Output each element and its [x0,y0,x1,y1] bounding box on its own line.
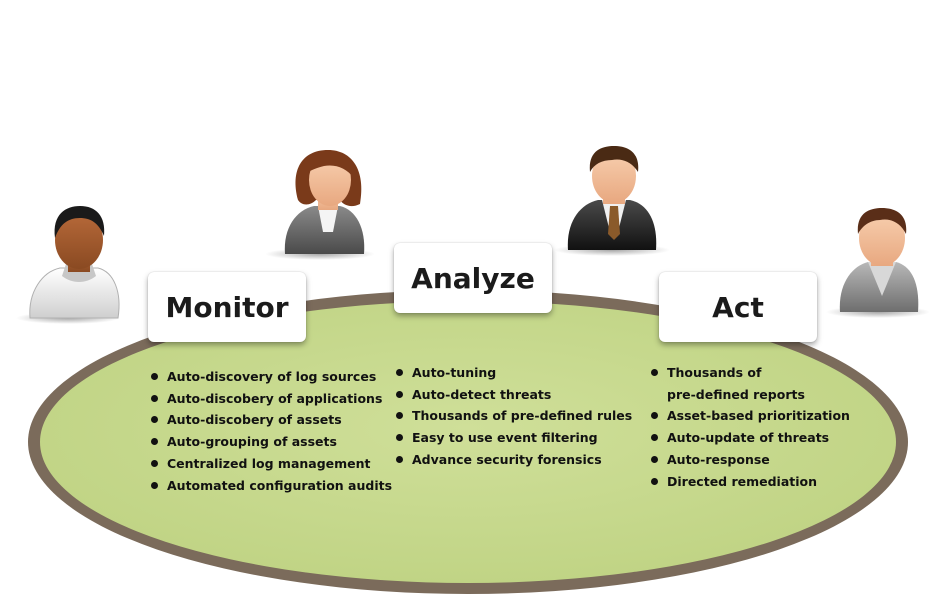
list-item: Directed remediation [650,471,850,493]
analyze-feature-list: Auto-tuning Auto-detect threats Thousand… [395,362,632,471]
monitor-title: Monitor [165,290,289,324]
list-item-continuation: pre-defined reports [667,386,805,402]
list-item: Auto-tuning [395,362,632,384]
list-item: Auto-discobery of applications [150,388,392,410]
person-icon-man-tshirt [16,206,120,324]
list-item: Asset-based prioritization [650,405,850,427]
list-item: Auto-detect threats [395,384,632,406]
list-item: Auto-grouping of assets [150,431,392,453]
list-item: Thousands of [650,362,850,384]
list-item: Advance security forensics [395,449,632,471]
table-top [40,301,896,583]
monitor-feature-list: Auto-discovery of log sources Auto-disco… [150,366,392,496]
monitor-card: Monitor [148,272,306,342]
list-item: Auto-discovery of log sources [150,366,392,388]
act-feature-list: Thousands of pre-defined reports Asset-b… [650,362,850,492]
list-item: Auto-discobery of assets [150,409,392,431]
list-item: Automated configuration audits [150,475,392,497]
list-item: Centralized log management [150,453,392,475]
analyze-title: Analyze [411,261,535,295]
analyze-card: Analyze [394,243,552,313]
list-item: Auto-response [650,449,850,471]
act-card: Act [659,272,817,342]
person-icon-woman [265,150,375,260]
act-title: Act [712,290,764,324]
person-icon-man-suit [554,146,670,256]
list-item: Thousands of pre-defined rules [395,405,632,427]
list-item: Auto-update of threats [650,427,850,449]
person-icon-man-jacket [826,208,930,318]
list-item: Easy to use event filtering [395,427,632,449]
